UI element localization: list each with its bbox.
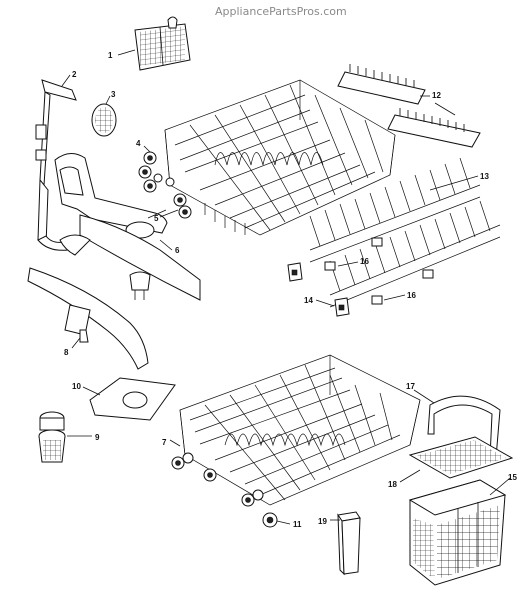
leader-5b: [159, 209, 179, 218]
leader-7: [169, 439, 181, 447]
callout-7: 7: [162, 438, 167, 447]
leader-15: [489, 477, 511, 496]
callout-5: 5: [154, 214, 159, 223]
small-insert-part: [337, 511, 361, 576]
callout-1: 1: [108, 51, 113, 60]
tine-latch-part: [287, 262, 350, 317]
callout-17: 17: [406, 382, 415, 391]
leader-16a: [337, 261, 359, 267]
leader-17: [413, 389, 435, 404]
callout-13: 13: [480, 172, 489, 181]
filter-cup-part: [38, 411, 66, 463]
callout-16a: 16: [360, 257, 369, 266]
watermark: AppliancePartsPros.com: [215, 5, 347, 18]
callout-8: 8: [64, 348, 69, 357]
leader-12b: [434, 102, 456, 116]
callout-18: 18: [388, 480, 397, 489]
upper-rack-wheels-part: [138, 151, 192, 219]
fold-down-tine-part: [309, 157, 501, 308]
callout-10: 10: [72, 382, 81, 391]
silverware-basket-bottom-part: [408, 479, 507, 586]
feed-tube-part: [35, 79, 77, 251]
tine-clip-part: [324, 237, 434, 305]
leader-4: [143, 145, 151, 153]
leader-1: [117, 49, 136, 56]
leader-13: [429, 175, 479, 191]
leader-18: [399, 469, 421, 483]
lower-rack-part: [179, 354, 421, 506]
callout-3: 3: [111, 90, 116, 99]
callout-19: 19: [318, 517, 327, 526]
lower-spray-arm-part: [27, 267, 149, 370]
callout-14: 14: [304, 296, 313, 305]
leader-11: [276, 520, 291, 525]
round-filter-part: [91, 103, 117, 137]
leader-6: [159, 239, 173, 251]
leader-5: [147, 209, 167, 219]
lower-rack-wheels-part: [171, 452, 278, 528]
callout-9: 9: [95, 433, 100, 442]
basket-lid-part: [408, 436, 514, 479]
tine-row-part: [337, 64, 481, 148]
leader-16b: [383, 294, 406, 301]
upper-rack-part: [164, 79, 396, 236]
leader-3: [105, 95, 111, 105]
callout-6: 6: [175, 246, 180, 255]
leader-14: [315, 299, 335, 307]
leader-2: [61, 74, 71, 87]
callout-12: 12: [432, 91, 441, 100]
manifold-housing-part: [54, 153, 168, 239]
filter-plate-part: [89, 377, 176, 421]
callout-16b: 16: [407, 291, 416, 300]
leader-8: [71, 337, 81, 349]
callout-labels: 1 2 3 4 5 6 8 9 10 7 11 12 13 14 16 16 1…: [64, 51, 517, 529]
callout-4: 4: [136, 139, 141, 148]
silverware-basket-part: [134, 16, 191, 71]
upper-spray-arm-part: [59, 214, 201, 301]
callout-15: 15: [508, 473, 517, 482]
leader-10: [82, 386, 101, 396]
callout-11: 11: [293, 520, 302, 529]
callout-2: 2: [72, 70, 77, 79]
